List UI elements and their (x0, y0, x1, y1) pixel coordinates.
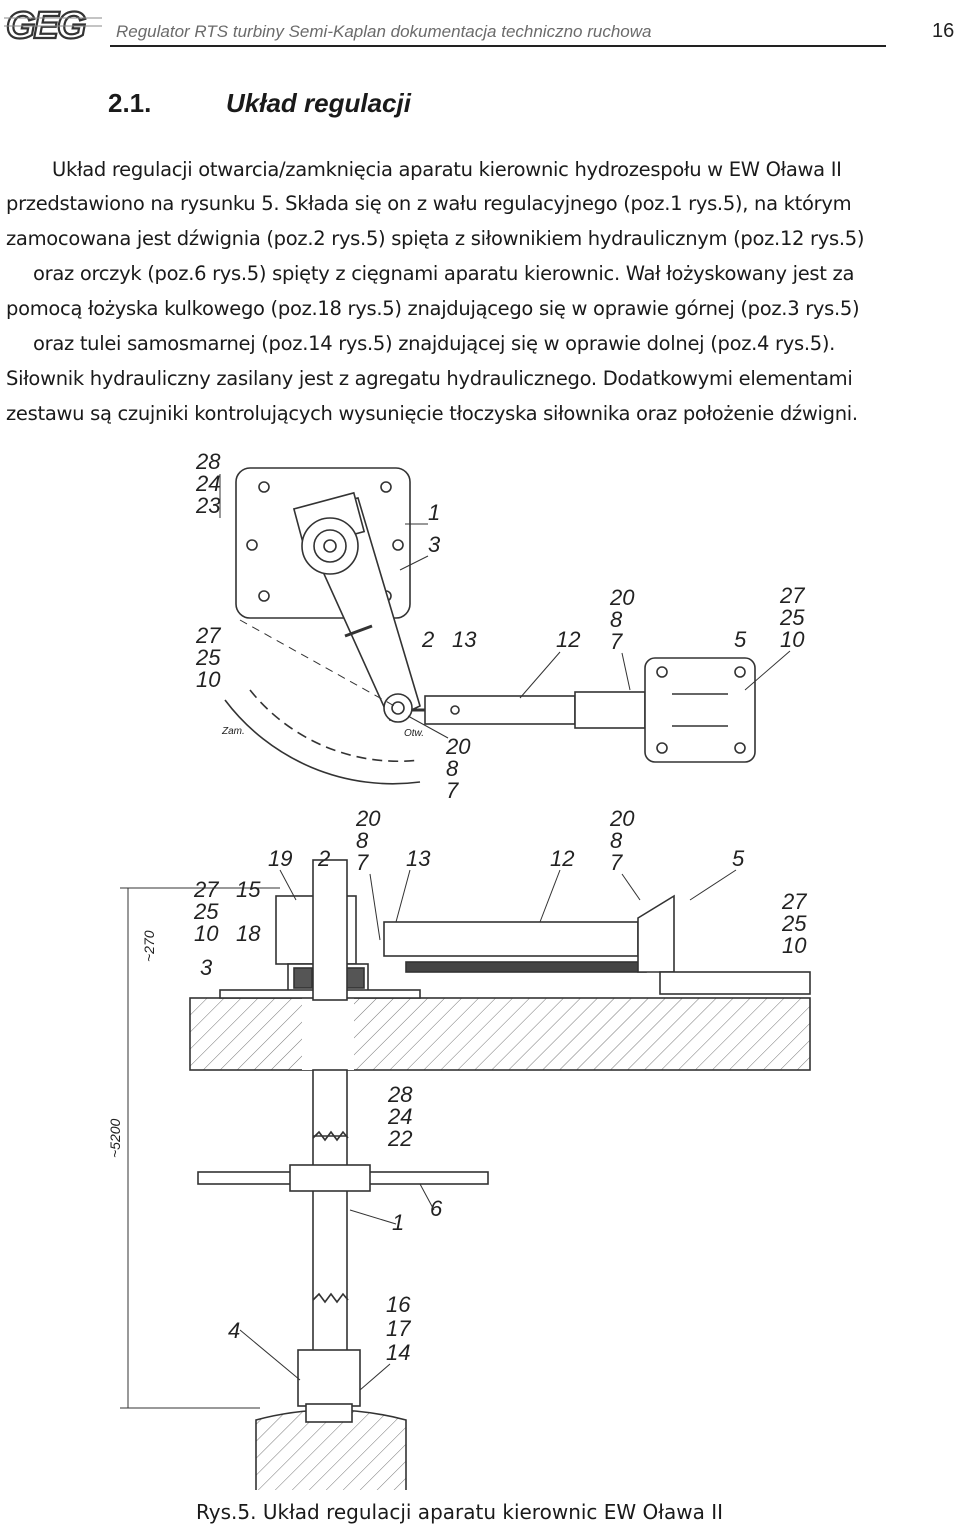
svg-text:13: 13 (406, 846, 431, 871)
side-view-labels: 20 8 7 20 8 7 19 2 13 12 5 27 25 10 3 15… (107, 806, 807, 1365)
svg-text:6: 6 (430, 1196, 443, 1221)
concrete-slab (189, 997, 811, 1071)
svg-text:GEG: GEG (6, 5, 86, 44)
svg-text:1: 1 (428, 500, 440, 525)
top-view-leaders (219, 474, 791, 739)
swing-arc (249, 689, 421, 763)
top-view (224, 467, 756, 785)
page-header: GEG Regulator RTS turbiny Semi-Kaplan do… (0, 0, 960, 50)
section-number: 2.1. (108, 88, 152, 118)
svg-text:20: 20 (609, 585, 635, 610)
lower-bearing-housing (297, 1349, 361, 1407)
svg-text:25: 25 (195, 645, 221, 670)
svg-text:3: 3 (428, 532, 441, 557)
svg-text:8: 8 (356, 828, 369, 853)
svg-text:27: 27 (195, 623, 221, 648)
svg-text:27: 27 (779, 583, 805, 608)
svg-text:20: 20 (609, 806, 635, 831)
document-title: Regulator RTS turbiny Semi-Kaplan dokume… (116, 22, 652, 41)
shaft-hub (301, 517, 359, 575)
svg-text:5: 5 (734, 627, 747, 652)
svg-text:17: 17 (386, 1316, 411, 1341)
svg-text:27: 27 (781, 889, 807, 914)
svg-text:25: 25 (193, 899, 219, 924)
svg-text:10: 10 (194, 921, 219, 946)
svg-text:16: 16 (386, 1292, 411, 1317)
svg-text:1: 1 (392, 1210, 404, 1235)
svg-text:27: 27 (193, 877, 219, 902)
svg-text:10: 10 (782, 933, 807, 958)
svg-text:12: 12 (556, 627, 580, 652)
side-view (120, 859, 811, 1490)
section-title: Układ regulacji (226, 88, 411, 118)
side-view-leaders (239, 869, 737, 1391)
svg-text:Otw.: Otw. (404, 728, 424, 739)
svg-text:~5200: ~5200 (107, 1118, 123, 1158)
paragraph-line: oraz orczyk (poz.6 rys.5) spięty z cięgn… (33, 262, 855, 285)
paragraph-line: zestawu są czujniki kontrolujących wysun… (6, 402, 858, 425)
svg-text:5: 5 (732, 846, 745, 871)
svg-text:12: 12 (550, 846, 574, 871)
svg-text:24: 24 (195, 471, 220, 496)
upper-plate (235, 467, 411, 619)
svg-text:4: 4 (228, 1318, 240, 1343)
plate-bolts (246, 481, 404, 602)
svg-text:~270: ~270 (141, 930, 157, 962)
paragraph-line: zamocowana jest dźwignia (poz.2 rys.5) s… (6, 227, 865, 250)
paragraph-line: oraz tulei samosmarnej (poz.14 rys.5) zn… (33, 332, 836, 355)
svg-text:7: 7 (610, 850, 623, 875)
svg-text:7: 7 (446, 778, 459, 803)
paragraph-line: Siłownik hydrauliczny zasilany jest z ag… (6, 367, 853, 390)
svg-text:20: 20 (445, 734, 471, 759)
svg-text:28: 28 (195, 449, 221, 474)
paragraph-line: pomocą łożyska kulkowego (poz.18 rys.5) … (6, 297, 860, 320)
svg-text:25: 25 (781, 911, 807, 936)
svg-text:3: 3 (200, 955, 213, 980)
svg-text:7: 7 (356, 850, 369, 875)
svg-text:25: 25 (779, 605, 805, 630)
svg-text:2: 2 (421, 627, 434, 652)
rear-plate (644, 657, 756, 763)
svg-text:22: 22 (387, 1126, 412, 1151)
svg-text:8: 8 (446, 756, 459, 781)
svg-text:13: 13 (452, 627, 477, 652)
svg-text:14: 14 (386, 1340, 410, 1365)
paragraph-line: przedstawiono na rysunku 5. Składa się o… (6, 192, 852, 215)
regulating-shaft (312, 859, 348, 1001)
technical-drawing: 28 24 23 1 3 27 25 10 2 13 12 20 8 7 5 2… (107, 449, 811, 1490)
svg-text:18: 18 (236, 921, 261, 946)
svg-text:15: 15 (236, 877, 261, 902)
svg-text:10: 10 (780, 627, 805, 652)
figure-caption: Rys.5. Układ regulacji aparatu kierownic… (196, 1500, 723, 1524)
svg-text:24: 24 (387, 1104, 412, 1129)
svg-text:20: 20 (355, 806, 381, 831)
svg-text:7: 7 (610, 629, 623, 654)
geg-logo: GEG (2, 4, 106, 44)
page-number: 16 (932, 20, 955, 42)
header-divider (110, 45, 886, 47)
hydraulic-cylinder (424, 695, 576, 725)
svg-text:8: 8 (610, 607, 623, 632)
svg-text:19: 19 (268, 846, 292, 871)
svg-text:2: 2 (317, 846, 330, 871)
svg-text:28: 28 (387, 1082, 413, 1107)
top-view-labels: 28 24 23 1 3 27 25 10 2 13 12 20 8 7 5 2… (195, 449, 805, 803)
svg-text:Zam.: Zam. (221, 726, 245, 737)
svg-text:23: 23 (195, 493, 221, 518)
paragraph-line: Układ regulacji otwarcia/zamknięcia apar… (52, 158, 842, 181)
svg-text:8: 8 (610, 828, 623, 853)
svg-text:10: 10 (196, 667, 221, 692)
cylinder-side (383, 921, 639, 957)
